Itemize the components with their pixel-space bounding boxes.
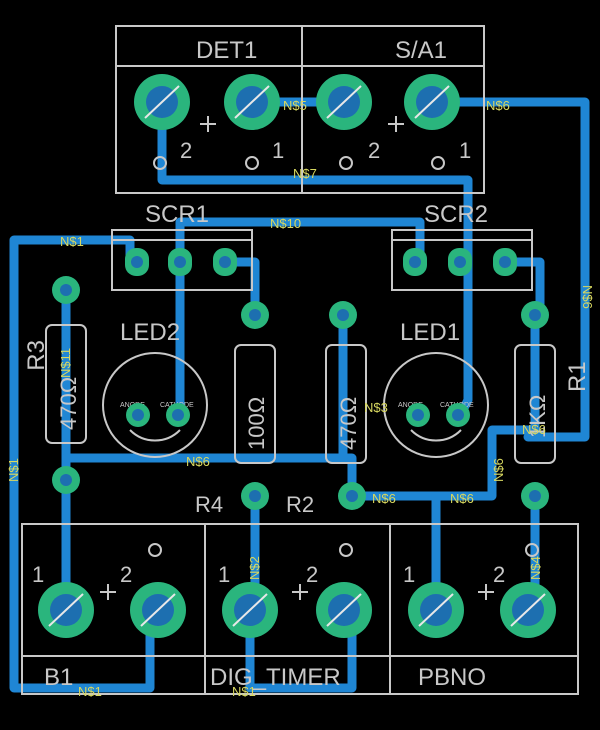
scr2-label: SCR2 xyxy=(424,201,488,228)
net-labels: N$5 N$6 N$7 N$10 N$1 N$6 N$6 N$6 N$6 N$3… xyxy=(6,98,595,699)
det1-pin2-number: 2 xyxy=(180,138,192,163)
traces xyxy=(9,97,590,693)
pad-r1-top xyxy=(521,301,549,329)
scr1-label: SCR1 xyxy=(145,201,209,228)
led1-label: LED1 xyxy=(400,319,460,346)
pad-det1-1 xyxy=(224,74,280,130)
pad-pbno-2 xyxy=(500,582,556,638)
pad-r2-bottom xyxy=(338,482,366,510)
pad-r3-bottom xyxy=(52,466,80,494)
net-label-n10: N$10 xyxy=(270,216,301,231)
net-label-n11: N$11 xyxy=(58,348,73,378)
resistors: R3 470Ω 100Ω R4 470Ω R2 1KΩ R1 xyxy=(23,324,591,517)
led2-label: LED2 xyxy=(120,319,180,346)
net-label-n2: N$2 xyxy=(247,556,262,580)
pad-b1-1 xyxy=(38,582,94,638)
r4-value: 100Ω xyxy=(244,397,269,450)
r2-value: 470Ω xyxy=(336,397,361,450)
pad-dig-timer-1 xyxy=(222,582,278,638)
pad-sa1-2 xyxy=(316,74,372,130)
net-label-n6-mid: N$6 xyxy=(186,454,210,469)
bottom-terminals: B1 DIG_TIMER PBNO 1 2 1 2 1 2 xyxy=(21,523,579,695)
r1-value: 1KΩ xyxy=(525,395,550,438)
pad-b1-2 xyxy=(130,582,186,638)
pad-led1-anode xyxy=(406,403,430,427)
dig-timer-pin2-number: 2 xyxy=(306,562,318,587)
net-label-n1-left: N$1 xyxy=(6,458,21,482)
b1-pin2-number: 2 xyxy=(120,562,132,587)
net-label-n1-bottom: N$1 xyxy=(78,684,102,699)
pads xyxy=(38,74,556,638)
b1-label: B1 xyxy=(44,664,73,691)
pad-scr1-1 xyxy=(125,248,149,276)
sa1-pin2-number: 2 xyxy=(368,138,380,163)
net-label-n6-top: N$6 xyxy=(486,98,510,113)
trace-n1-loop xyxy=(9,235,155,693)
pad-scr2-1 xyxy=(403,248,427,276)
net-label-n1-top: N$1 xyxy=(60,234,84,249)
pad-scr2-3 xyxy=(493,248,517,276)
pad-dig-timer-2 xyxy=(316,582,372,638)
net-label-n3: N$3 xyxy=(364,400,388,415)
r1-label: R1 xyxy=(564,361,591,392)
net-label-n6-vertical2: N$6 xyxy=(491,458,506,482)
net-label-n6-right: N$6 xyxy=(522,422,546,437)
trace-n6-right xyxy=(427,97,590,442)
pad-scr1-2 xyxy=(168,248,192,276)
trace-n1-lower xyxy=(245,605,357,693)
pad-led2-cathode xyxy=(166,403,190,427)
leds: LED2 ANODE CATHODE LED1 ANODE CATHODE xyxy=(102,319,489,458)
pbno-pin1-number: 1 xyxy=(403,562,415,587)
sa1-outline xyxy=(301,25,485,194)
r4-label: R4 xyxy=(195,492,223,517)
net-label-n1-dig: N$1 xyxy=(232,684,256,699)
dig-timer-pin1-number: 1 xyxy=(218,562,230,587)
trace-n10 xyxy=(175,217,425,267)
pad-r2-top xyxy=(329,301,357,329)
net-label-n6-vertical: N$6 xyxy=(580,285,595,309)
net-label-n6-r2: N$6 xyxy=(372,491,396,506)
pbno-pin2-number: 2 xyxy=(493,562,505,587)
r3-label: R3 xyxy=(23,340,50,371)
top-terminals: DET1 S/A1 2 1 2 1 xyxy=(115,25,485,194)
pad-pbno-1 xyxy=(408,582,464,638)
net-label-n7: N$7 xyxy=(293,166,317,181)
pad-scr1-3 xyxy=(213,248,237,276)
trace-n6-pbno xyxy=(347,310,540,501)
pad-sa1-1 xyxy=(404,74,460,130)
pad-r4-bottom xyxy=(241,482,269,510)
sa1-pin1-number: 1 xyxy=(459,138,471,163)
scr-outlines: SCR1 SCR2 xyxy=(111,201,533,291)
pad-led1-cathode xyxy=(446,403,470,427)
sa1-label: S/A1 xyxy=(395,37,447,64)
pad-r3-top xyxy=(52,276,80,304)
pad-r1-bottom xyxy=(521,482,549,510)
pad-scr2-2 xyxy=(448,248,472,276)
dig-timer-label: DIG_TIMER xyxy=(210,664,341,691)
net-label-n4: N$4 xyxy=(528,556,543,580)
led1-anode-label: ANODE xyxy=(398,402,423,409)
det1-label: DET1 xyxy=(196,37,257,64)
det1-pin1-number: 1 xyxy=(272,138,284,163)
pbno-label: PBNO xyxy=(418,664,486,691)
r3-value: 470Ω xyxy=(56,377,81,430)
pad-r4-top xyxy=(241,301,269,329)
pad-led2-anode xyxy=(126,403,150,427)
b1-pin1-number: 1 xyxy=(32,562,44,587)
pad-det1-2 xyxy=(134,74,190,130)
net-label-n5: N$5 xyxy=(283,98,307,113)
net-label-n6-pbno: N$6 xyxy=(450,491,474,506)
r2-label: R2 xyxy=(286,492,314,517)
